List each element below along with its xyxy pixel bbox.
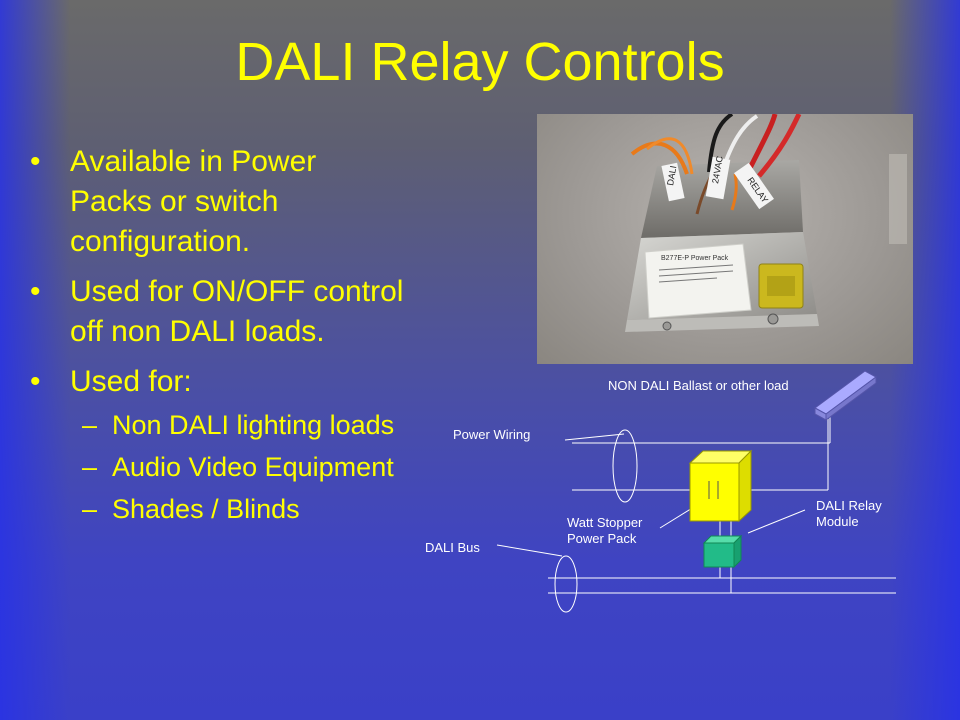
- bullet-line: Packs or switch: [70, 185, 279, 218]
- bullet-line: off non DALI loads.: [70, 315, 325, 348]
- sub-bullet-glyph: –: [82, 494, 98, 524]
- power-pack-label: Watt Stopper Power Pack: [567, 515, 642, 547]
- load-label: NON DALI Ballast or other load: [608, 378, 789, 393]
- sub-bullet-text: Non DALI lighting loads: [112, 410, 395, 440]
- sub-bullet-glyph: –: [82, 410, 98, 440]
- device-label-text: B277E-P Power Pack: [661, 255, 729, 262]
- bullet-item: • Used for ON/OFF control off non DALI l…: [30, 272, 510, 352]
- power-pack-unit: [644, 243, 752, 319]
- power-pack-label-line: Power Pack: [567, 531, 637, 546]
- slide-title: DALI Relay Controls: [235, 32, 725, 92]
- sub-bullet-text: Shades / Blinds: [112, 494, 300, 524]
- wire-tag-24vac: [705, 156, 731, 200]
- bullet-line: Used for ON/OFF control: [70, 275, 404, 308]
- bullet-item: • Available in Power Packs or switch con…: [30, 142, 510, 262]
- enclosure-illustration: DALI 24VAC RELAY B277E-P Power Pack: [625, 114, 907, 332]
- sub-bullet-glyph: –: [82, 452, 98, 482]
- power-pack-block: [688, 449, 753, 523]
- power-wiring-label: Power Wiring: [453, 427, 531, 442]
- bullet-item: • Used for:: [30, 362, 510, 402]
- bullet-line: Available in Power: [70, 145, 317, 178]
- sub-bullet-item: – Audio Video Equipment: [30, 446, 510, 488]
- sub-bullet-text: Audio Video Equipment: [112, 452, 394, 482]
- wire-tag-text: 24VAC: [710, 155, 725, 185]
- relay-module-leader: [747, 509, 806, 534]
- relay-module-label-line: Module: [816, 514, 859, 529]
- relay-module-label-line: DALI Relay: [816, 498, 882, 513]
- dali-bus-leader: [496, 544, 563, 557]
- power-pack-label-line: Watt Stopper: [567, 515, 643, 530]
- bullet-line: configuration.: [70, 225, 251, 258]
- dali-bus-ellipse: [554, 555, 578, 613]
- power-wiring-leader: [564, 433, 625, 441]
- bullet-glyph: •: [30, 145, 41, 178]
- bullet-glyph: •: [30, 275, 41, 308]
- relay-enclosure-photo: DALI 24VAC RELAY B277E-P Power Pack: [537, 114, 913, 364]
- relay-module-block: [702, 534, 743, 569]
- dali-bus-label: DALI Bus: [425, 540, 480, 555]
- bullet-glyph: •: [30, 365, 41, 398]
- wire-tag-text: DALI: [665, 165, 678, 186]
- power-wiring-ellipse: [612, 429, 638, 503]
- sub-bullet-item: – Shades / Blinds: [30, 488, 510, 530]
- relay-module-label: DALI Relay Module: [816, 498, 882, 530]
- bullet-list: • Available in Power Packs or switch con…: [30, 142, 510, 530]
- wire-tag-dali: [661, 162, 685, 202]
- bullet-line: Used for:: [70, 365, 192, 398]
- wire-tag-relay: [734, 162, 774, 210]
- sub-bullet-item: – Non DALI lighting loads: [30, 404, 510, 446]
- ballast-block: [814, 370, 877, 421]
